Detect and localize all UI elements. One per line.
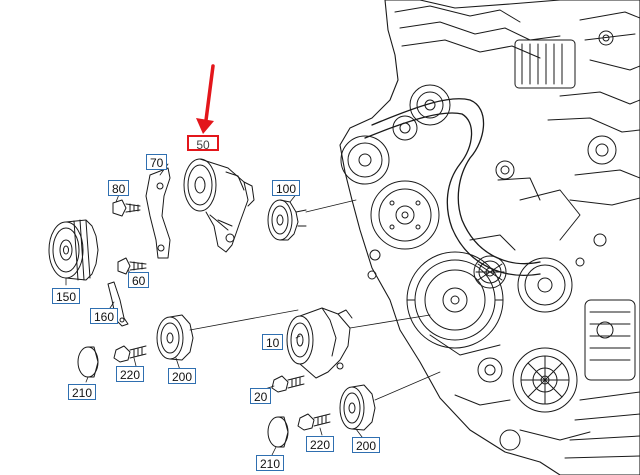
belt-tensioner-part-50 [183, 158, 255, 253]
callout-220-right[interactable]: 220 [306, 436, 335, 452]
callout-80[interactable]: 80 [108, 180, 130, 196]
bolt-part-20 [271, 375, 305, 393]
engine-block [339, 0, 640, 475]
clip-part-160 [107, 281, 129, 327]
callout-100[interactable]: 100 [272, 180, 301, 196]
callout-70[interactable]: 70 [146, 154, 168, 170]
idler-pulley-part-200-left [156, 314, 194, 361]
bolt-part-220-left [113, 345, 147, 363]
callout-160[interactable]: 160 [90, 308, 119, 324]
ribbed-pulley-part-150 [48, 219, 99, 281]
callout-210-right[interactable]: 210 [256, 455, 285, 471]
bracket-part-70 [145, 167, 171, 259]
callout-20[interactable]: 20 [250, 388, 272, 404]
belt-tensioner-part-10 [286, 307, 353, 379]
idler-pulley-part-200-right [339, 384, 376, 431]
cap-part-210-left [77, 346, 99, 378]
callout-50[interactable]: 50 [187, 135, 219, 152]
red-arrow-icon [196, 64, 215, 134]
callout-220-left[interactable]: 220 [116, 366, 145, 382]
idler-pulley-part-100 [267, 199, 307, 241]
callout-60[interactable]: 60 [128, 272, 150, 288]
bolt-part-220-right [297, 413, 331, 431]
cap-part-210-right [267, 416, 289, 448]
callout-200-left[interactable]: 200 [168, 368, 197, 384]
callout-10[interactable]: 10 [262, 334, 284, 350]
callout-150[interactable]: 150 [52, 288, 81, 304]
callout-200-right[interactable]: 200 [352, 437, 381, 453]
callout-210-left[interactable]: 210 [68, 384, 97, 400]
bolt-part-80 [112, 199, 141, 217]
